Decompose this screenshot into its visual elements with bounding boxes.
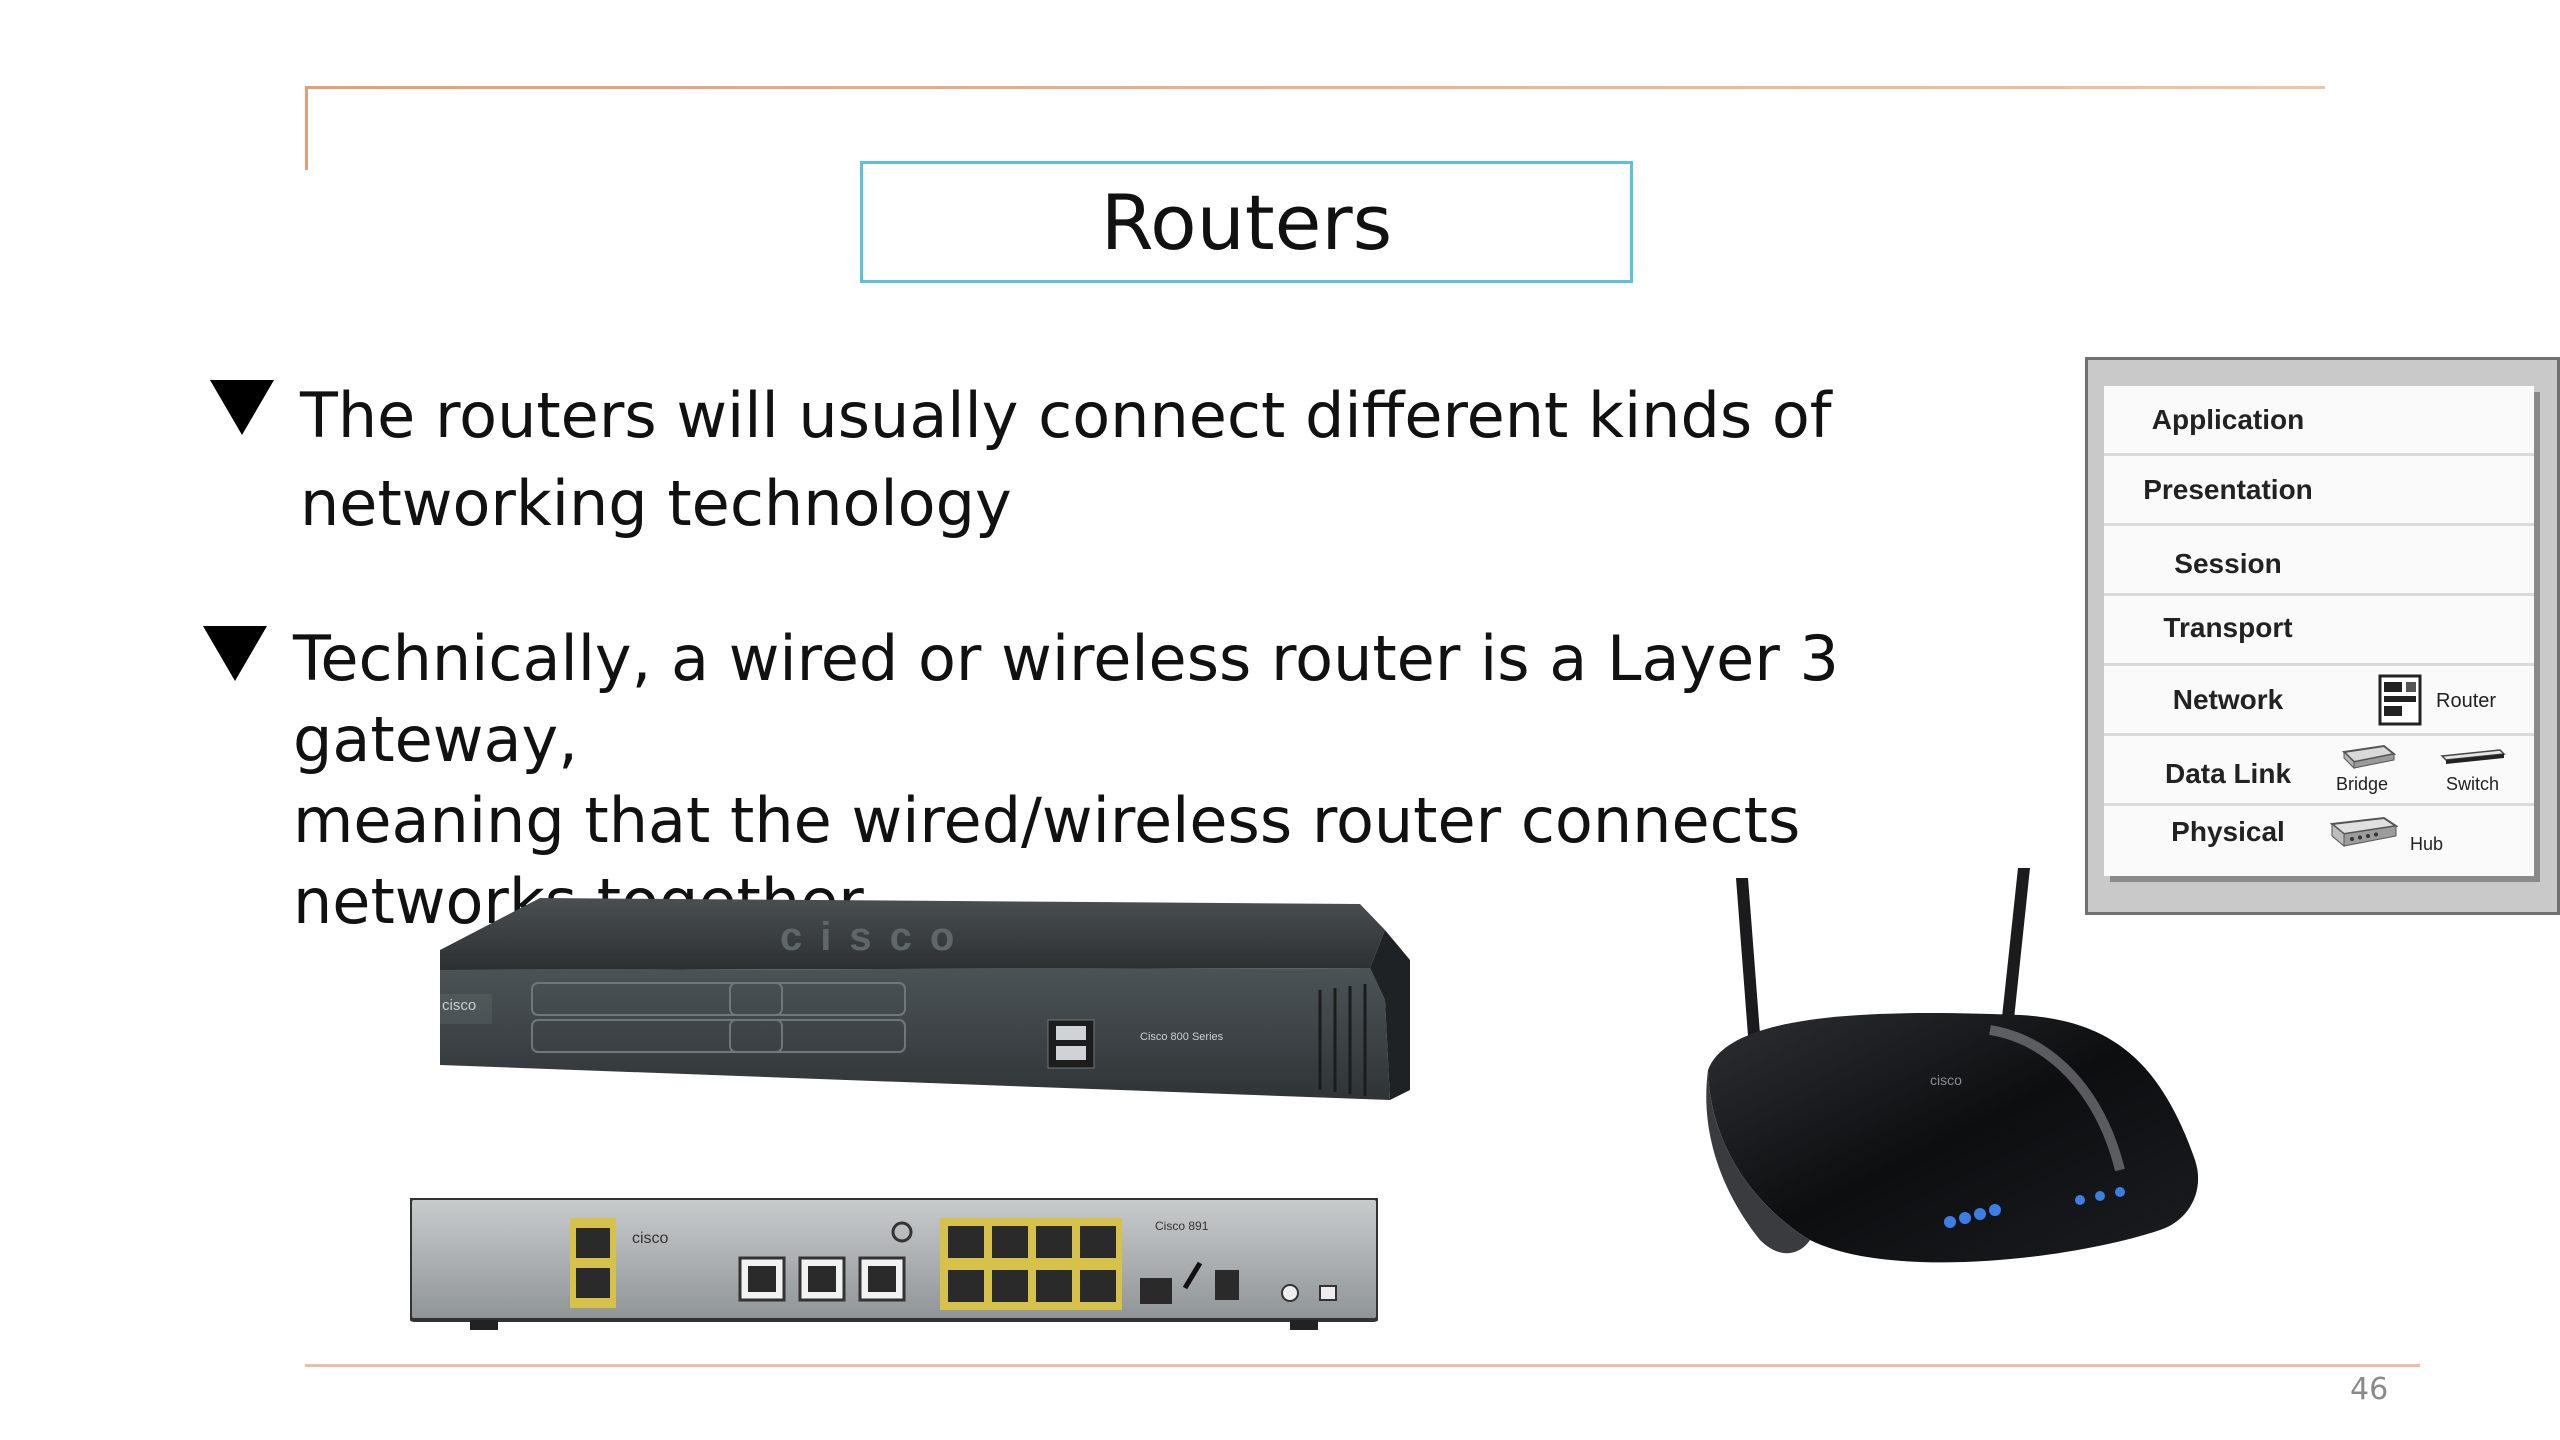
bottom-rule (305, 1364, 2420, 1367)
osi-layer-label: Presentation (2143, 474, 2313, 505)
router-front-model: Cisco 800 Series (1140, 1031, 1224, 1043)
router-device-icon (2378, 674, 2422, 726)
osi-row-transport: Transport (2104, 596, 2534, 666)
bullet-2-line-1: Technically, a wired or wireless router … (293, 622, 1839, 776)
bullet-1-text: The routers will usually connect differe… (300, 372, 1832, 548)
device-label-hub: Hub (2410, 834, 2444, 854)
bullet-1: The routers will usually connect differe… (210, 372, 1910, 548)
device-label-router: Router (2436, 690, 2497, 712)
wireless-router-logo: cisco (1930, 1072, 1962, 1088)
page-number: 46 (2350, 1372, 2389, 1407)
osi-layer-label: Application (2151, 404, 2305, 435)
osi-row-session: Session (2104, 526, 2534, 596)
osi-layer-label: Network (2172, 684, 2284, 715)
osi-layer-label: Physical (2171, 816, 2285, 847)
device-label-switch: Switch (2446, 774, 2500, 794)
top-rule-tick (305, 86, 308, 170)
bridge-device-icon (2341, 744, 2396, 770)
bullet-2-line-2: meaning that the wired/wireless router c… (293, 784, 1801, 857)
hub-device-icon (2330, 816, 2398, 848)
bullet-1-line-2: networking technology (300, 467, 1012, 540)
osi-model-panel: Application Presentation Session Transpo… (2085, 357, 2560, 915)
triangle-bullet-icon (210, 380, 274, 435)
router-front-logo: cisco (442, 997, 476, 1014)
osi-row-network: Network Router (2104, 666, 2534, 736)
osi-row-physical: Physical Hub (2104, 806, 2534, 876)
osi-row-data-link: Data Link Bridge Switch (2104, 736, 2534, 806)
osi-layer-label: Transport (2163, 612, 2293, 643)
bullet-1-line-1: The routers will usually connect differe… (300, 379, 1832, 452)
top-rule (305, 86, 2325, 89)
osi-layer-label: Session (2174, 548, 2282, 579)
device-label-bridge: Bridge (2336, 774, 2389, 794)
osi-row-application: Application (2104, 386, 2534, 456)
cisco-router-back-image: cisco Cisco 891 (410, 1198, 1378, 1330)
cisco-router-front-image: cisco cisco Cisco 800 Series (440, 898, 1410, 1100)
osi-model-table: Application Presentation Session Transpo… (2104, 386, 2534, 876)
wireless-router-image: cisco (1706, 868, 2199, 1263)
router-back-model: Cisco 891 (1155, 1219, 1209, 1233)
slide-title: Routers (1100, 177, 1393, 267)
osi-layer-label: Data Link (2164, 758, 2292, 789)
osi-row-presentation: Presentation (2104, 456, 2534, 526)
triangle-bullet-icon (203, 626, 267, 681)
switch-device-icon (2440, 749, 2506, 764)
router-top-logo: cisco (780, 915, 972, 959)
title-box: Routers (860, 161, 1633, 283)
router-back-logo: cisco (632, 1230, 669, 1247)
